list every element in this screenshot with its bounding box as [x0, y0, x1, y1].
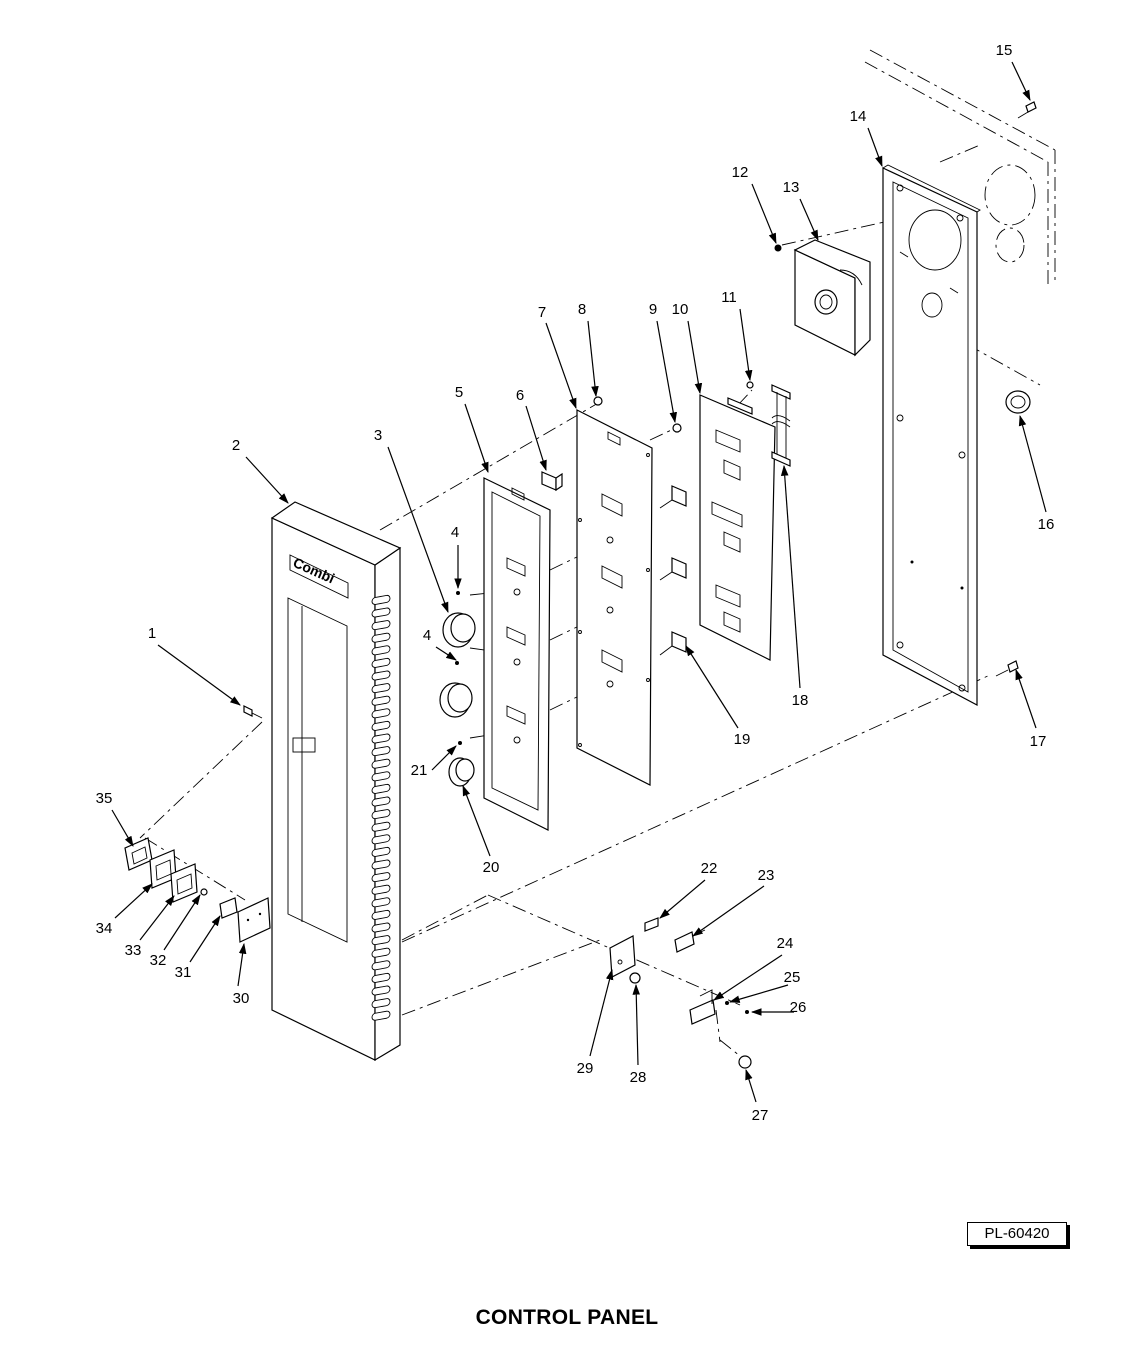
callout-24: 24 [777, 935, 794, 952]
callout-6: 6 [516, 387, 524, 404]
vent-slot [371, 620, 391, 631]
callout-1: 1 [148, 625, 156, 642]
bracket-hardware [609, 917, 752, 1069]
callout-11: 11 [721, 289, 737, 306]
callout-14: 14 [850, 108, 867, 125]
vent-slot [371, 733, 391, 744]
vent-slot [371, 758, 391, 769]
latch-hardware [124, 837, 271, 943]
vent-slot [371, 708, 391, 719]
callout-9: 9 [649, 301, 657, 318]
vent-slot [371, 859, 391, 870]
vent-slots [371, 594, 391, 1021]
display-pcb [699, 381, 776, 661]
page-title: CONTROL PANEL [475, 1306, 659, 1329]
callout-4: 4 [423, 627, 431, 644]
vent-slot [371, 985, 391, 996]
vent-slot [371, 594, 391, 605]
screw-part-1 [243, 705, 263, 719]
vent-slot [371, 683, 391, 694]
vent-slot [371, 872, 391, 883]
callout-23: 23 [758, 867, 775, 884]
callout-15: 15 [996, 42, 1013, 59]
leader-lines [111, 61, 1047, 1103]
cabinet-wall [864, 49, 1056, 285]
vent-slot [371, 720, 391, 731]
drawing-number: PL-60420 [967, 1222, 1067, 1246]
callout-25: 25 [784, 969, 801, 986]
vent-slot [371, 935, 391, 946]
vent-slot [371, 695, 391, 706]
callout-20: 20 [483, 859, 500, 876]
callout-22: 22 [701, 860, 718, 877]
callout-32: 32 [150, 952, 167, 969]
vent-slot [371, 909, 391, 920]
vent-slot [371, 632, 391, 643]
vent-slot [371, 645, 391, 656]
vent-slot [371, 897, 391, 908]
hardware-back [995, 101, 1037, 677]
callout-31: 31 [175, 964, 192, 981]
vent-slot [371, 1010, 391, 1021]
overlay-gasket [483, 477, 551, 831]
callout-35: 35 [96, 790, 113, 807]
callout-19: 19 [734, 731, 751, 748]
vent-slot [371, 972, 391, 983]
vent-slot [371, 607, 391, 618]
callout-12: 12 [732, 164, 749, 181]
callout-18: 18 [792, 692, 809, 709]
callout-7: 7 [538, 304, 546, 321]
callout-3: 3 [374, 427, 382, 444]
control-knobs [439, 591, 476, 787]
back-frame [882, 164, 981, 706]
vent-slot [371, 998, 391, 1009]
callout-8: 8 [578, 301, 586, 318]
callout-2: 2 [232, 437, 240, 454]
vent-slot [371, 771, 391, 782]
callout-29: 29 [577, 1060, 594, 1077]
vent-slot [371, 846, 391, 857]
vent-slot [371, 809, 391, 820]
ribbon-cable [771, 384, 791, 467]
callout-30: 30 [233, 990, 250, 1007]
callout-16: 16 [1038, 516, 1055, 533]
vent-slot [371, 796, 391, 807]
callout-4: 4 [451, 524, 459, 541]
potentiometers [659, 423, 687, 656]
vent-slot [371, 947, 391, 958]
vent-slot [371, 670, 391, 681]
callout-13: 13 [783, 179, 800, 196]
vent-slot [371, 746, 391, 757]
vent-slot [371, 657, 391, 668]
vent-slot [371, 783, 391, 794]
mounting-plate [576, 396, 653, 786]
callout-27: 27 [752, 1107, 769, 1124]
callout-10: 10 [672, 301, 689, 318]
vent-slot [371, 960, 391, 971]
vent-slot [371, 834, 391, 845]
switch-part-6 [541, 471, 563, 492]
front-housing: Combi [270, 501, 402, 1062]
callout-21: 21 [411, 762, 428, 779]
vent-slot [371, 821, 391, 832]
vent-slot [371, 884, 391, 895]
callout-26: 26 [790, 999, 807, 1016]
callout-5: 5 [455, 384, 463, 401]
cooling-fan [774, 239, 871, 357]
callout-28: 28 [630, 1069, 647, 1086]
callout-17: 17 [1030, 733, 1047, 750]
callout-33: 33 [125, 942, 142, 959]
callout-34: 34 [96, 920, 113, 937]
vent-slot [371, 922, 391, 933]
